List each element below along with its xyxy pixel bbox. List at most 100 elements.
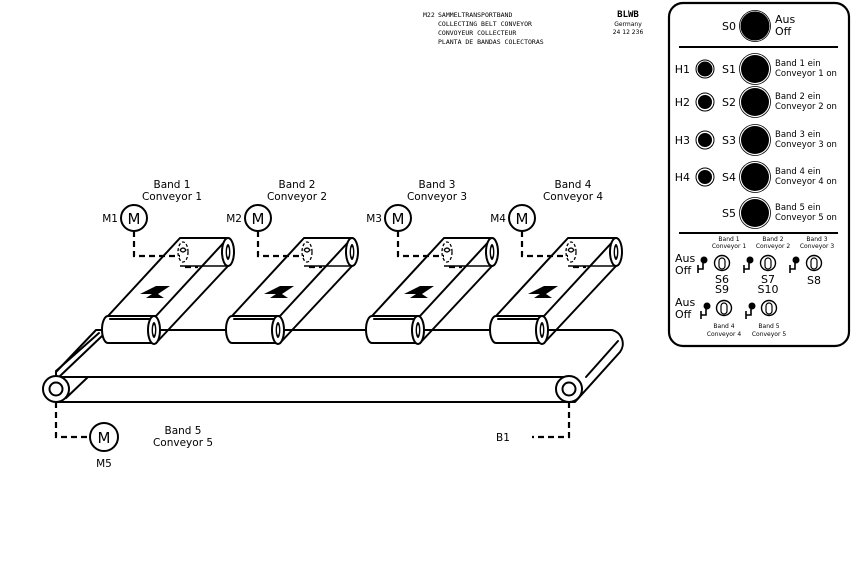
start-button-s3[interactable]: H3 S3 Band 3 ein Conveyor 3 on <box>675 124 837 156</box>
conveyor-label-de: Band 4 <box>555 179 592 191</box>
feeder-conveyor-2 <box>225 237 359 345</box>
motor-symbol: M <box>98 429 111 447</box>
switch-label: S7 <box>761 273 775 286</box>
switch-label: S2 <box>722 96 736 109</box>
start-button-s2[interactable]: H2 S2 Band 2 ein Conveyor 2 on <box>675 86 837 118</box>
sensor-b1: B1 <box>496 402 571 444</box>
lamp-label: H1 <box>675 63 690 76</box>
start-button-s4[interactable]: H4 S4 Band 4 ein Conveyor 4 on <box>675 161 837 193</box>
motor-symbol: M <box>392 210 405 228</box>
motor-m5: M M5 <box>54 402 119 470</box>
label-de: Aus <box>775 13 795 26</box>
switch-label: S6 <box>715 273 729 286</box>
label-en: Conveyor 1 on <box>775 69 837 79</box>
conveyor-label-en: Conveyor 3 <box>407 191 467 203</box>
toggle-switch-s6-s9[interactable]: S6 S9 <box>697 254 731 297</box>
label-de: Band 5 ein <box>775 203 821 213</box>
conveyor-label-de: Band 1 <box>154 179 191 191</box>
toggle-switch-band4[interactable]: Band 4 Conveyor 4 <box>700 299 742 339</box>
collector-belt <box>42 329 624 403</box>
motor-symbol: M <box>516 210 529 228</box>
switch-label: S1 <box>722 63 736 76</box>
header-en: Conveyor 2 <box>756 243 791 250</box>
motor-m2: M M2 <box>226 204 322 269</box>
motor-label: M4 <box>490 213 506 225</box>
off-label-row2: Off <box>675 308 692 321</box>
header-de: Band 2 <box>762 236 783 243</box>
part-number: 24 12 236 <box>613 29 644 36</box>
title-en: COLLECTING BELT CONVEYOR <box>438 20 532 28</box>
header-en: Conveyor 3 <box>800 243 835 250</box>
motor-m4: M M4 <box>490 204 586 269</box>
conveyor-2-label: Band 2 Conveyor 2 <box>267 179 327 203</box>
header-en: Conveyor 4 <box>707 331 742 338</box>
stop-button-s0[interactable]: S0 Aus Off <box>722 10 795 42</box>
conveyor-label-en: Conveyor 2 <box>267 191 327 203</box>
toggle-switch-s7-s10[interactable]: S7 S10 <box>743 254 779 297</box>
header-de: Band 4 <box>713 323 734 330</box>
conveyor-label-en: Conveyor 5 <box>153 437 213 449</box>
switch-label: S4 <box>722 171 736 184</box>
start-button-s5[interactable]: S5 Band 5 ein Conveyor 5 on <box>722 197 837 229</box>
feeder-conveyor-1 <box>101 237 235 345</box>
lamp-label: H4 <box>675 171 690 184</box>
header-de: Band 5 <box>758 323 779 330</box>
label-de: Band 3 ein <box>775 130 821 140</box>
lamp-label: H3 <box>675 134 690 147</box>
header-en: Conveyor 5 <box>752 331 787 338</box>
brand-block: BLWB Germany 24 12 236 <box>613 10 644 36</box>
label-en: Conveyor 3 on <box>775 140 837 150</box>
switch-label: S0 <box>722 20 736 33</box>
brand-country: Germany <box>614 21 642 28</box>
switch-label: S3 <box>722 134 736 147</box>
title-fr: CONVOYEUR COLLECTEUR <box>438 29 516 37</box>
motor-label: M3 <box>366 213 382 225</box>
label-en: Off <box>775 25 792 38</box>
sensor-label: B1 <box>496 432 510 444</box>
motor-symbol: M <box>252 210 265 228</box>
toggle-switch-band5[interactable]: Band 5 Conveyor 5 <box>745 299 787 339</box>
conveyor-label-de: Band 5 <box>165 425 202 437</box>
switch-label-alt: S9 <box>715 283 729 296</box>
label-en: Conveyor 2 on <box>775 102 837 112</box>
toggle-headers-row1: Band 1 Conveyor 1 Band 2 Conveyor 2 Band… <box>712 236 835 250</box>
conveyor-label-de: Band 2 <box>279 179 316 191</box>
motor-label: M1 <box>102 213 118 225</box>
motor-symbol: M <box>128 210 141 228</box>
conveyor-label-de: Band 3 <box>419 179 456 191</box>
aus-label-row2: Aus <box>675 296 695 309</box>
switch-label: S5 <box>722 207 736 220</box>
conveyor-label-en: Conveyor 4 <box>543 191 603 203</box>
label-de: Band 2 ein <box>775 92 821 102</box>
aus-label-row1: Aus <box>675 252 695 265</box>
label-en: Conveyor 4 on <box>775 177 837 187</box>
header-en: Conveyor 1 <box>712 243 747 250</box>
conveyor-3-label: Band 3 Conveyor 3 <box>407 179 467 203</box>
label-de: Band 4 ein <box>775 167 821 177</box>
label-en: Conveyor 5 on <box>775 213 837 223</box>
motor-m3: M M3 <box>366 204 462 269</box>
motor-m1: M M1 <box>102 204 198 269</box>
conveyor-4-label: Band 4 Conveyor 4 <box>543 179 603 203</box>
motor-label: M5 <box>96 458 112 470</box>
motor-label: M2 <box>226 213 242 225</box>
start-button-s1[interactable]: H1 S1 Band 1 ein Conveyor 1 on <box>675 53 837 85</box>
brand-logo: BLWB <box>617 10 639 20</box>
conveyor-5-label: Band 5 Conveyor 5 <box>153 425 213 449</box>
lamp-label: H2 <box>675 96 690 109</box>
toggle-switch-s8[interactable]: S8 <box>789 254 823 288</box>
header-de: Band 1 <box>718 236 739 243</box>
model-code: M22 <box>423 11 435 19</box>
switch-label: S8 <box>807 274 821 287</box>
feeder-conveyor-4 <box>489 237 623 345</box>
title-de: SAMMELTRANSPORTBAND <box>438 11 512 19</box>
conveyor-label-en: Conveyor 1 <box>142 191 202 203</box>
header-de: Band 3 <box>806 236 827 243</box>
off-label-row1: Off <box>675 264 692 277</box>
switch-label-alt: S10 <box>758 283 779 296</box>
label-de: Band 1 ein <box>775 59 821 69</box>
title-es: PLANTA DE BANDAS COLECTORAS <box>438 38 544 46</box>
conveyor-1-label: Band 1 Conveyor 1 <box>142 179 202 203</box>
title-block: M22 SAMMELTRANSPORTBAND COLLECTING BELT … <box>423 11 544 46</box>
